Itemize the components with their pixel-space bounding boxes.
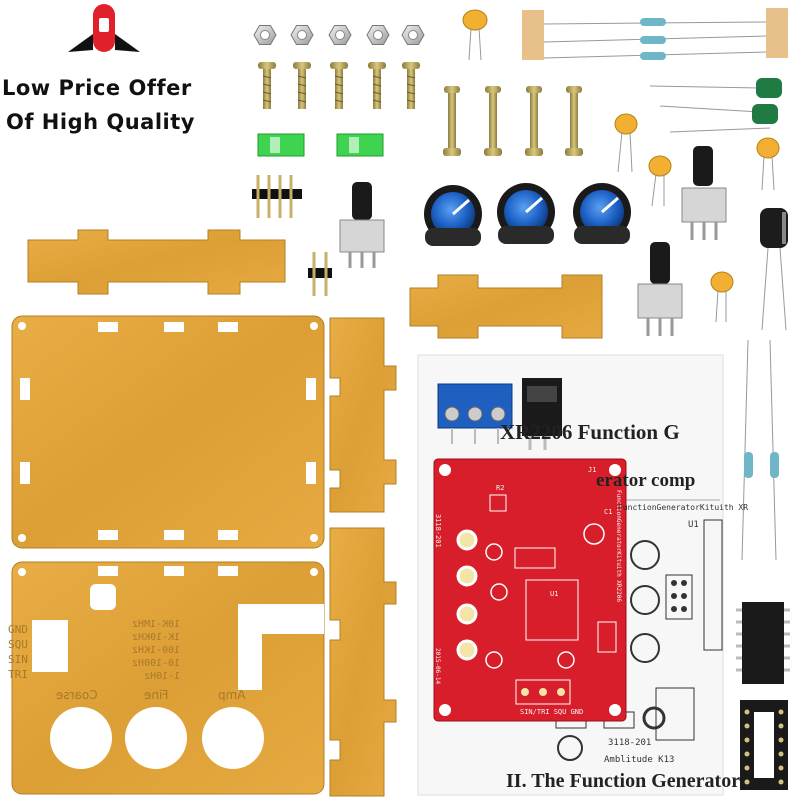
dc-power-jack: [522, 378, 562, 450]
pcb-ref-c1: C1: [604, 508, 613, 516]
hex-nuts: [253, 25, 425, 45]
pcb-date: 2015-06-14: [434, 648, 441, 685]
panel-label-tri: TRI: [8, 668, 28, 681]
manual-kit-label: FunctionGeneratorKituith XR: [618, 503, 749, 512]
pcb-board-id: 3118-201: [434, 514, 442, 548]
panel-label-amp: Amp: [218, 688, 246, 702]
pcb-kit-label: FunctionGeneratorKituith XR2206: [615, 490, 622, 602]
electrolytic-capacitors-green: [649, 78, 782, 133]
acrylic-top-panel: [11, 315, 325, 549]
potentiometer-1: [339, 182, 385, 268]
panel-label-coarse: Coarse: [56, 688, 98, 702]
acrylic-front-panel: [11, 561, 325, 795]
panel-frequency-ranges: 10K-1MHz 1K-10KHz 100-1KHz 10-100Hz 1-10…: [132, 618, 180, 683]
manual-section-heading: II. The Function Generator: [506, 770, 741, 792]
promo-line-1: Low Price Offer: [2, 76, 192, 100]
acrylic-side-strips: [329, 317, 397, 797]
xr2206-ic-chip: [736, 602, 790, 684]
potentiometer-2: [681, 146, 727, 240]
manual-amplitude-label: Amblitude K13: [604, 755, 675, 765]
acrylic-right-strip: [409, 274, 603, 339]
panel-label-squ: SQU: [8, 638, 28, 651]
freq-range-2: 1K-10KHz: [132, 632, 181, 643]
pin-header-4: [252, 175, 302, 218]
loose-resistors: [741, 339, 779, 561]
manual-ic-label: U1: [688, 520, 699, 530]
ceramic-capacitors: [462, 9, 780, 323]
acrylic-top-strip: [27, 229, 286, 295]
screw-terminal-block: [437, 383, 513, 444]
resistor-tape-strip: [522, 8, 788, 60]
manual-subtitle: erator comp: [596, 470, 696, 491]
panel-label-fine: Fine: [144, 688, 169, 702]
pcb-terminal-labels: SIN/TRI SQU GND: [520, 708, 584, 716]
panel-label-sin: SIN: [8, 653, 28, 666]
panel-output-labels: GND SQU SIN TRI: [8, 622, 28, 682]
potentiometer-3: [637, 242, 683, 336]
pcb-ref-u1: U1: [550, 590, 559, 598]
manual-part-ref: 3118-201: [608, 738, 652, 748]
rocket-logo-icon: [68, 4, 140, 52]
green-switch-spacers: [257, 133, 384, 157]
pin-header-2: [308, 252, 332, 296]
ic-socket: [740, 700, 788, 790]
pcb-ref-j1: J1: [588, 466, 597, 474]
red-pcb: [433, 458, 627, 722]
freq-range-1: 10K-1MHz: [132, 619, 181, 630]
freq-range-4: 10-100Hz: [132, 658, 181, 669]
promo-line-2: Of High Quality: [6, 110, 195, 134]
freq-range-5: 1-10Hz: [144, 671, 181, 682]
manual-title: XR2206 Function G: [500, 420, 680, 444]
short-screws: [258, 62, 420, 109]
long-screws: [443, 86, 583, 156]
freq-range-3: 100-1KHz: [132, 645, 181, 656]
blue-knobs: [424, 183, 631, 246]
electrolytic-capacitor-black: [760, 208, 788, 331]
panel-label-gnd: GND: [8, 623, 28, 636]
pcb-ref-r2: R2: [496, 484, 505, 492]
